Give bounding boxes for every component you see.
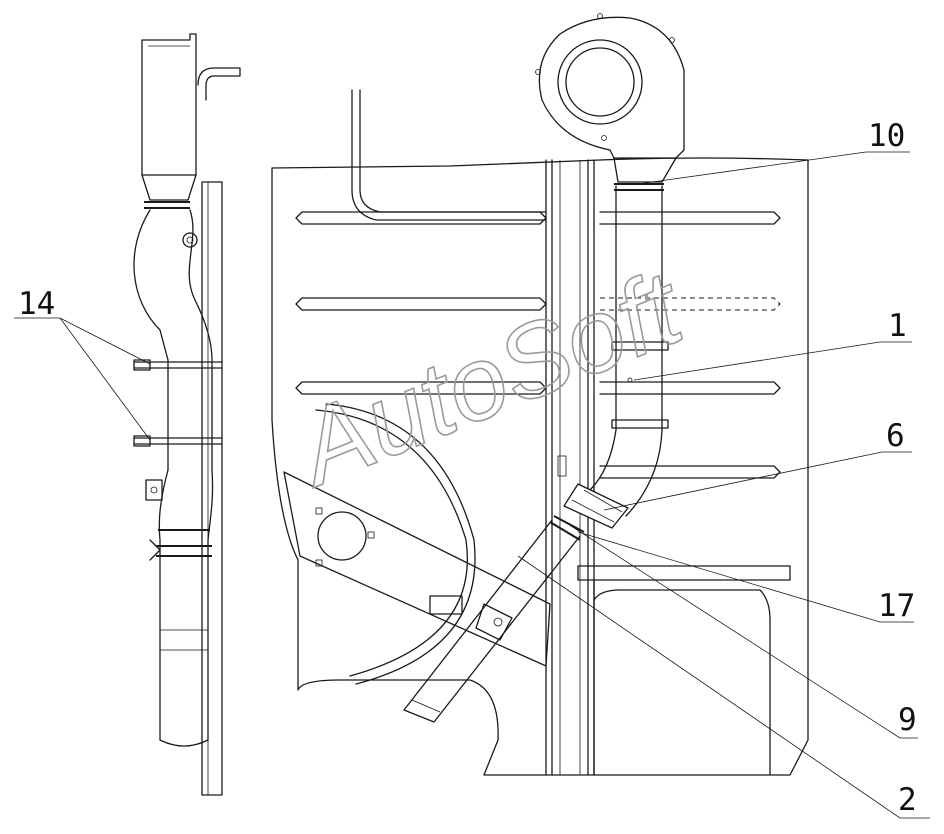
floor-panel-outline [271,157,809,776]
callout-14: 14 [18,286,55,322]
angled-duct-2 [403,519,581,723]
front-view [271,13,809,776]
callout-9: 9 [898,702,917,738]
guide-arc [315,409,468,677]
hose-clamp-upper-side [144,201,190,209]
fan-housing [538,16,685,159]
clamp-17 [549,515,585,541]
callout-6: 6 [886,418,905,454]
mounting-wall-side [201,181,223,796]
mounting-plate [283,471,551,667]
coupling-6 [563,483,629,529]
callout-numbers: 14 10 1 6 17 9 2 [18,118,917,818]
strap-clamp-upper [611,341,669,351]
side-view [133,33,241,796]
lower-frame [577,565,791,776]
rib-1 [295,211,547,225]
callout-10: 10 [868,118,905,154]
heater-housing-side [141,33,197,176]
strap-lower [133,437,223,445]
bent-pipe [351,89,547,221]
fan-outlet-ring [557,39,643,125]
rib-2 [295,297,547,311]
watermark: AutoSoft [278,249,701,510]
callout-2: 2 [898,782,917,818]
curved-duct-side [133,209,213,471]
vertical-duct [615,185,663,431]
lower-duct-side [158,469,214,741]
clamp-10 [614,183,664,191]
leader-lines [14,151,930,819]
coupling-side [156,529,212,557]
callout-1: 1 [888,308,907,344]
rib-3 [295,381,547,395]
center-rail [545,159,595,776]
callout-17: 17 [878,588,915,624]
strap-upper [133,361,223,369]
